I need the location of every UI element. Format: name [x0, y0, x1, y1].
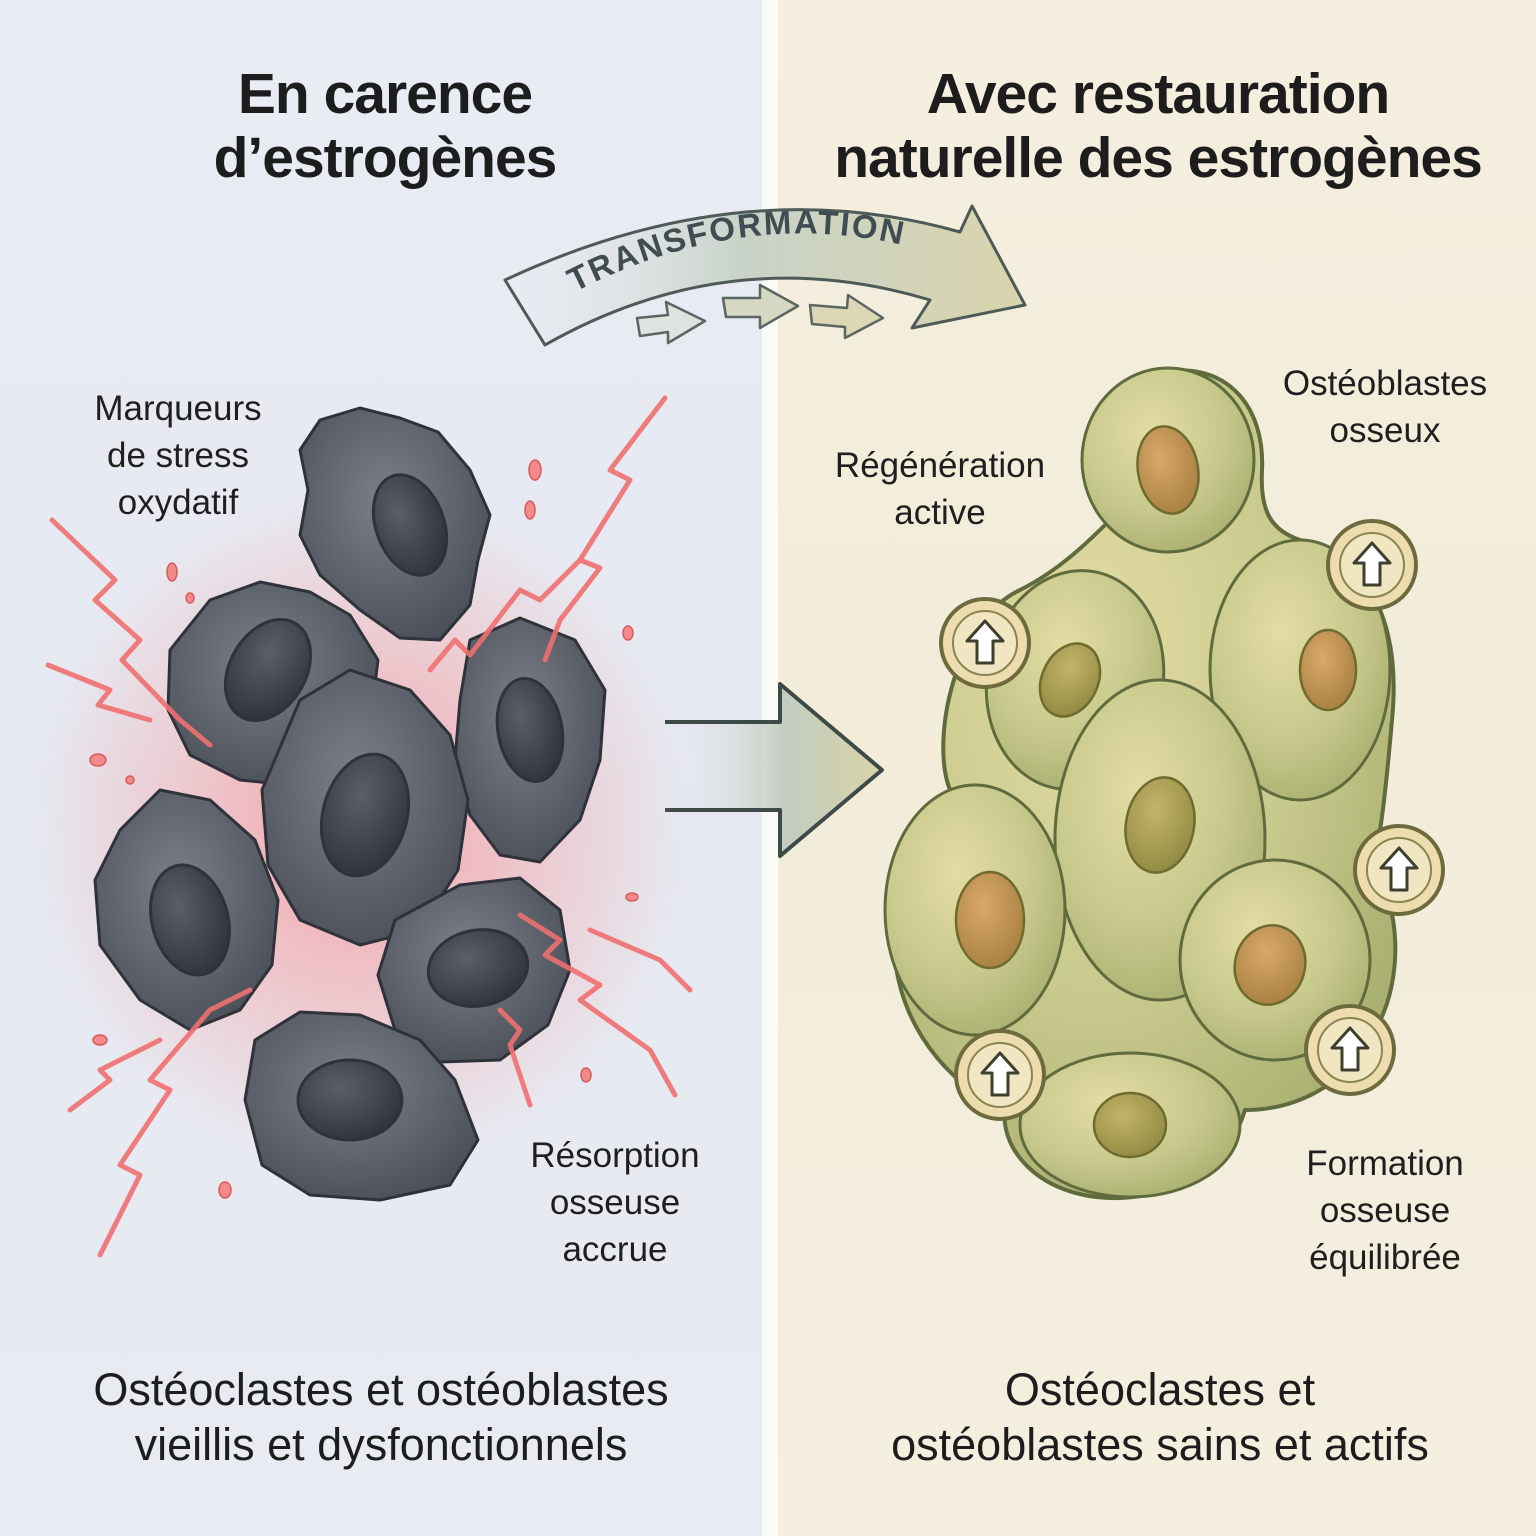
healthy-cell-cluster	[883, 366, 1398, 1201]
damaged-cell-cluster	[30, 406, 690, 1202]
left-title-line1: En carence	[237, 62, 533, 126]
stress-particles	[89, 459, 639, 1199]
lightning-icon	[45, 395, 693, 1258]
small-arrows	[635, 283, 885, 345]
formation-label-line1: Formation	[1306, 1144, 1464, 1183]
osteoblasts-label: Ostéoblastes osseux	[1250, 360, 1520, 454]
left-caption-line1: Ostéoclastes et ostéoblastes	[93, 1364, 669, 1415]
right-title-line2: naturelle des estrogènes	[834, 126, 1483, 190]
left-caption: Ostéoclastes et ostéoblastes vieillis et…	[20, 1362, 742, 1472]
right-title-line1: Avec restauration	[926, 62, 1390, 126]
formation-label-line2: osseuse	[1319, 1191, 1451, 1230]
right-title: Avec restauration naturelle des estrogèn…	[790, 62, 1526, 190]
arrow-up-icon	[939, 519, 1445, 1121]
formation-label-line3: équilibrée	[1309, 1238, 1461, 1277]
stress-label-line1: Marqueurs	[94, 389, 262, 428]
regeneration-label-line2: active	[894, 493, 986, 532]
resorption-label-line2: osseuse	[549, 1183, 681, 1222]
osteoblasts-label-line1: Ostéoblastes	[1282, 364, 1488, 403]
formation-label: Formation osseuse équilibrée	[1265, 1140, 1505, 1281]
arrow-right-icon	[665, 682, 884, 858]
regeneration-label: Régénération active	[800, 442, 1080, 536]
regeneration-label-line1: Régénération	[834, 446, 1046, 485]
stress-label-line3: oxydatif	[117, 483, 239, 522]
resorption-label: Résorption osseuse accrue	[500, 1132, 730, 1273]
left-caption-line2: vieillis et dysfonctionnels	[134, 1419, 628, 1470]
left-title-line2: d’estrogènes	[213, 126, 558, 190]
stress-markers-label: Marqueurs de stress oxydatif	[58, 385, 298, 526]
resorption-label-line3: accrue	[562, 1230, 668, 1269]
stress-label-line2: de stress	[107, 436, 249, 475]
right-caption-line1: Ostéoclastes et	[1004, 1364, 1316, 1415]
osteoblasts-label-line2: osseux	[1329, 411, 1441, 450]
resorption-label-line1: Résorption	[530, 1136, 700, 1175]
left-title: En carence d’estrogènes	[120, 62, 650, 190]
right-caption-line2: ostéoblastes sains et actifs	[891, 1419, 1429, 1470]
right-caption: Ostéoclastes et ostéoblastes sains et ac…	[800, 1362, 1520, 1472]
